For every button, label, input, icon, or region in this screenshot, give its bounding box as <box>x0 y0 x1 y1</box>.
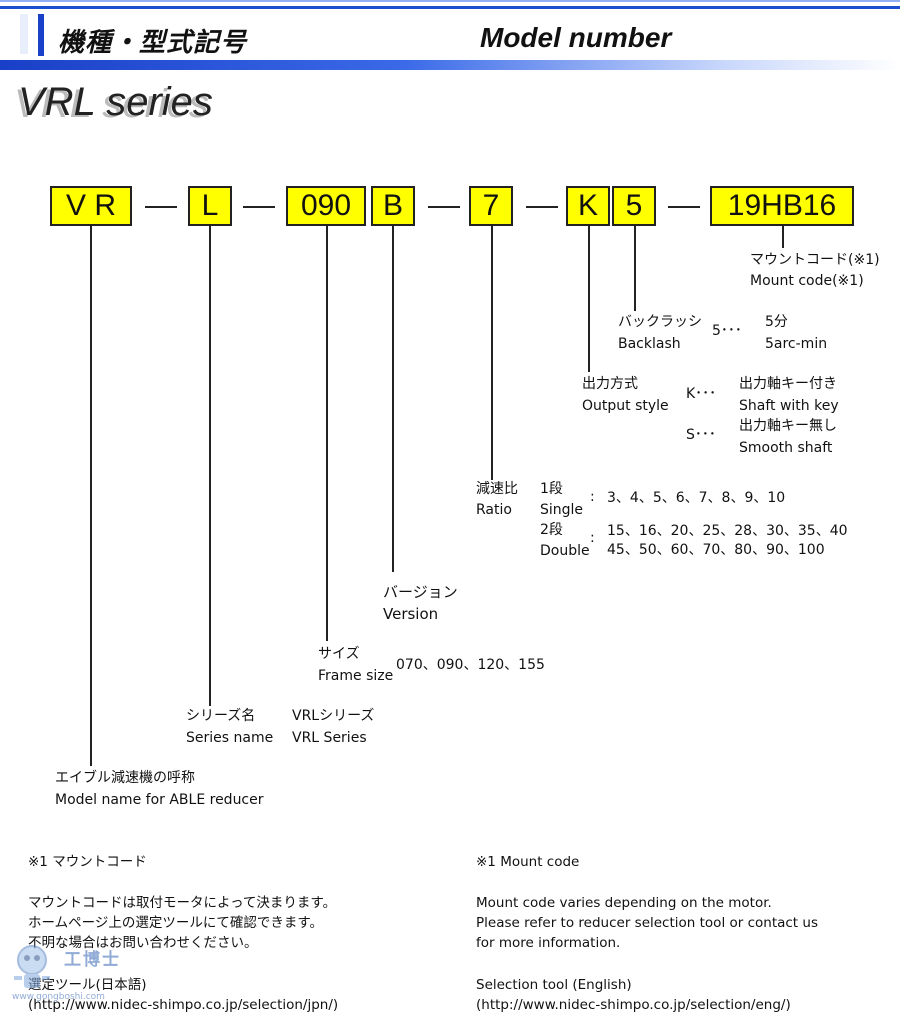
output-s-jp: 出力軸キー無し <box>739 418 837 434</box>
backlash-label-jp: バックラッシ <box>618 314 702 330</box>
code-box-output: K <box>566 186 610 226</box>
code-dash <box>145 206 177 208</box>
note-en-line3: for more information. <box>476 935 621 951</box>
ratio-single-values: 3、4、5、6、7、8、9、10 <box>607 490 786 506</box>
ratio-double-colon: : <box>590 530 595 546</box>
ratio-label-en: Ratio <box>476 502 512 518</box>
leader-series-name <box>209 226 211 706</box>
robot-icon <box>14 945 50 988</box>
code-box-vr: V R <box>50 186 132 226</box>
code-dash <box>428 206 460 208</box>
series-name-value-en: VRL Series <box>292 730 367 746</box>
mount-label-jp: マウントコード(※1) <box>750 252 880 268</box>
frame-values: 070、090、120、155 <box>396 657 545 673</box>
note-jp-line1: マウントコードは取付モータによって決まります。 <box>28 895 337 911</box>
code-box-ratio: 7 <box>469 186 513 226</box>
output-k-jp: 出力軸キー付き <box>739 376 837 392</box>
model-name-label-en: Model name for ABLE reducer <box>55 792 264 808</box>
series-name-value-jp: VRLシリーズ <box>292 708 375 724</box>
note-en-tool: Selection tool (English) <box>476 977 632 993</box>
output-label-en: Output style <box>582 398 669 414</box>
version-label-jp: バージョン <box>383 583 458 601</box>
code-dash <box>526 206 558 208</box>
code-box-frame: 090 <box>286 186 366 226</box>
note-en-line2: Please refer to reducer selection tool o… <box>476 915 818 931</box>
output-k-code: K･･･ <box>686 386 717 402</box>
code-box-backlash: 5 <box>612 186 656 226</box>
version-label-en: Version <box>383 605 439 623</box>
output-label-jp: 出力方式 <box>582 376 638 392</box>
header-accent-bar <box>38 14 44 56</box>
series-title: VRL series <box>18 80 213 124</box>
note-en-heading: ※1 Mount code <box>476 854 580 870</box>
series-name-label-jp: シリーズ名 <box>186 708 256 724</box>
backlash-label-en: Backlash <box>618 336 681 352</box>
leader-frame-size <box>326 226 328 641</box>
ratio-double-jp: 2段 <box>540 522 563 538</box>
note-en-line1: Mount code varies depending on the motor… <box>476 895 772 911</box>
leader-backlash <box>634 226 636 311</box>
backlash-code: 5･･･ <box>712 323 742 339</box>
note-jp-tool: 選定ツール(日本語) <box>28 977 147 993</box>
frame-label-en: Frame size <box>318 668 394 684</box>
code-box-version: B <box>371 186 415 226</box>
backlash-value-jp: 5分 <box>765 314 788 330</box>
code-dash <box>668 206 700 208</box>
ratio-single-en: Single <box>540 502 584 518</box>
watermark-url: www.gongboshi.com <box>12 992 105 1002</box>
ratio-double-en: Double <box>540 543 590 559</box>
ratio-double-values-2: 45、50、60、70、80、90、100 <box>607 542 825 558</box>
series-name-label-en: Series name <box>186 730 274 746</box>
watermark-logo <box>6 928 156 1008</box>
note-jp-line3: 不明な場合はお問い合わせください。 <box>28 935 258 951</box>
leader-model-name <box>90 226 92 766</box>
leader-output <box>588 226 590 372</box>
backlash-value-en: 5arc-min <box>765 336 828 352</box>
frame-label-jp: サイズ <box>318 646 360 662</box>
mount-label-en: Mount code(※1) <box>750 273 864 289</box>
leader-ratio <box>491 226 493 480</box>
note-jp-line2: ホームページ上の選定ツールにて確認できます。 <box>28 915 323 931</box>
output-s-en: Smooth shaft <box>739 440 833 456</box>
note-jp-heading: ※1 マウントコード <box>28 854 147 870</box>
title-jp: 機種・型式記号 <box>58 28 248 58</box>
header-accent-light <box>20 14 28 54</box>
header-top-rule <box>0 6 900 9</box>
title-en: Model number <box>480 22 672 53</box>
series-title-shadow: VRL series <box>14 82 209 126</box>
leader-mount <box>782 226 784 248</box>
code-box-l: L <box>188 186 232 226</box>
note-jp-url[interactable]: (http://www.nidec-shimpo.co.jp/selection… <box>28 997 339 1013</box>
ratio-double-values-1: 15、16、20、25、28、30、35、40 <box>607 523 848 539</box>
header-gradient-stripe <box>0 60 900 70</box>
code-box-mount: 19HB16 <box>710 186 854 226</box>
output-k-en: Shaft with key <box>739 398 839 414</box>
model-name-label-jp: エイブル減速機の呼称 <box>55 770 195 786</box>
note-en-url[interactable]: (http://www.nidec-shimpo.co.jp/selection… <box>476 997 791 1013</box>
watermark-text: 工博士 <box>64 950 121 970</box>
ratio-single-jp: 1段 <box>540 481 563 497</box>
leader-version <box>392 226 394 572</box>
ratio-label-jp: 減速比 <box>476 481 518 497</box>
output-s-code: S･･･ <box>686 427 716 443</box>
header-top-line <box>0 0 900 2</box>
ratio-single-colon: : <box>590 489 595 505</box>
code-dash <box>243 206 275 208</box>
